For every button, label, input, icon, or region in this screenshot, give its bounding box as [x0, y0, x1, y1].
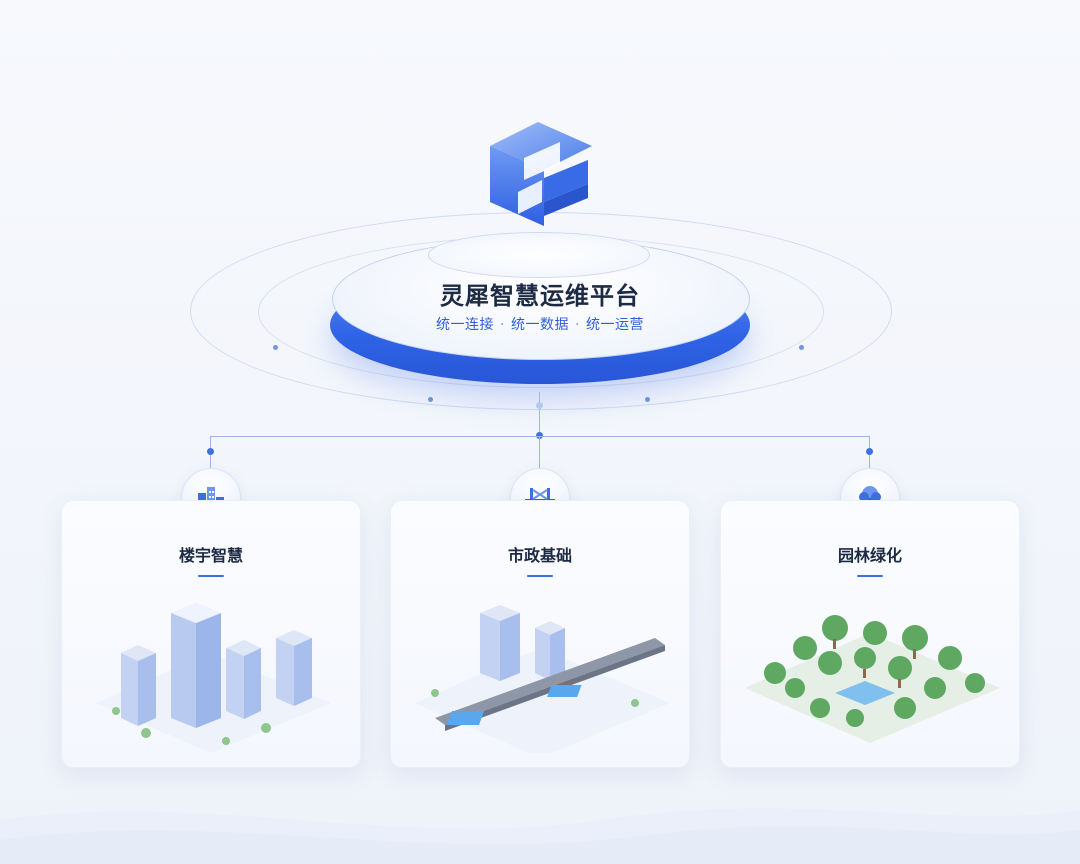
subtitle-separator: ·	[500, 317, 505, 333]
subtitle-part-connect: 统一连接	[436, 317, 495, 333]
connector-branch-center	[539, 436, 540, 470]
connector-node	[207, 448, 214, 455]
platform-title: 灵犀智慧运维平台	[440, 282, 640, 310]
orbit-dot	[799, 345, 804, 350]
platform-disc	[330, 232, 750, 392]
connector-node	[536, 402, 543, 409]
module-card-title: 园林绿化	[837, 546, 902, 565]
subtitle-part-data: 统一数据	[511, 317, 569, 333]
module-card-building[interactable]: 楼宇智慧	[61, 500, 361, 768]
connector-trunk	[539, 392, 540, 436]
connector-node	[536, 432, 543, 439]
subtitle-part-operation: 统一运营	[585, 317, 644, 333]
module-card-underline	[198, 575, 224, 577]
brand-logo-icon	[490, 122, 592, 226]
bottom-decorative-wave	[0, 808, 1080, 864]
connector-bus	[210, 436, 870, 437]
platform-disc-inner	[428, 232, 650, 278]
orbit-dot	[428, 397, 433, 402]
platform-subtitle: 统一连接 · 统一数据 · 统一运营	[0, 314, 1080, 334]
city-buildings-illustration	[96, 603, 331, 753]
module-card-municipal[interactable]: 市政基础	[390, 500, 690, 768]
module-card-underline	[857, 575, 883, 577]
module-card-landscape[interactable]: 园林绿化	[720, 500, 1020, 768]
module-card-title: 市政基础	[507, 546, 572, 565]
subtitle-separator: ·	[575, 317, 580, 333]
park-trees-illustration	[745, 615, 1000, 743]
module-card-underline	[527, 575, 553, 577]
connector-node	[866, 448, 873, 455]
orbit-dot	[273, 345, 278, 350]
module-card-title: 楼宇智慧	[178, 546, 243, 565]
orbit-dot	[645, 397, 650, 402]
road-bridge-illustration	[415, 605, 670, 753]
